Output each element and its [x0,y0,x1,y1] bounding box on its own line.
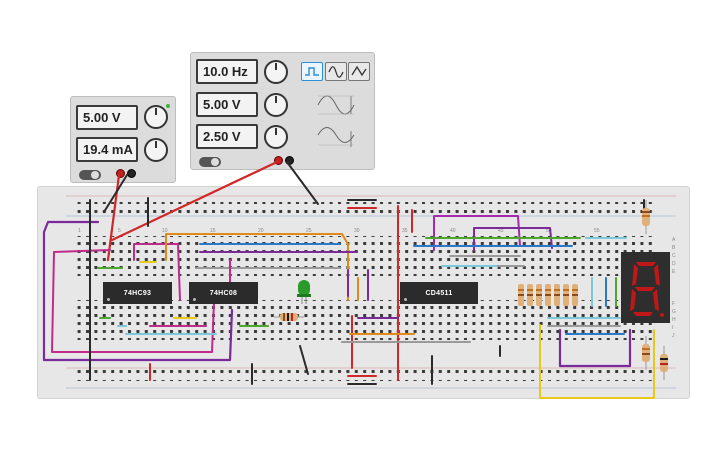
row-letter: D [672,261,676,267]
square-wave-icon[interactable] [301,62,323,81]
wire-orange-top [165,233,349,301]
wire-purple-left-loop [42,220,234,362]
voltage-knob[interactable] [144,105,168,129]
wire-black-4 [299,345,309,375]
supply-negative-terminal[interactable] [127,169,136,178]
resistor-bottom-right-2[interactable] [658,346,670,380]
generator-positive-terminal[interactable] [274,156,283,165]
wire-generator-negative [286,161,319,205]
resistor-top-right[interactable] [640,200,652,234]
amplitude-diagram-icon [317,95,355,115]
voltage-indicator-led [166,104,170,108]
col-num: 1 [78,228,81,234]
row-letter: C [672,253,676,259]
wire-supply-positive [106,173,121,262]
offset-knob[interactable] [264,125,288,149]
frequency-display: 10.0 Hz [196,59,258,84]
row-letter: F [672,301,676,307]
row-letter: E [672,269,676,275]
chip-74hc08[interactable]: 74HC08 [189,282,258,304]
col-num: 10 [162,228,168,234]
row-letter: A [672,237,676,243]
row-letter: H [672,317,676,323]
chip-74hc93[interactable]: 74HC93 [103,282,172,304]
voltage-display: 5.00 V [76,105,138,130]
col-num: 20 [258,228,264,234]
offset-display: 2.50 V [196,124,258,149]
function-generator: 10.0 Hz 5.00 V 2.50 V [190,52,375,170]
sine-wave-icon[interactable] [325,62,347,81]
offset-diagram-icon [317,127,355,147]
power-toggle-icon[interactable] [79,170,101,180]
row-letter: B [672,245,676,251]
wire-purple-right-top [433,215,521,251]
green-led[interactable] [296,278,312,304]
current-display: 19.4 mA [76,137,138,162]
col-num: 30 [354,228,360,234]
row-letter: G [672,309,676,315]
col-num: 45 [498,228,504,234]
chip-cd4511[interactable]: CD4511 [400,282,478,304]
generator-power-toggle[interactable] [199,157,221,167]
seven-segment-display[interactable] [621,252,670,323]
wire-yellow-bottom [539,324,655,399]
dc-power-supply: 5.00 V 19.4 mA [70,96,176,183]
col-num: 25 [306,228,312,234]
triangle-wave-icon[interactable] [348,62,370,81]
row-letter: J [672,333,675,339]
supply-positive-terminal[interactable] [116,169,125,178]
wire-supply-negative [103,174,128,213]
col-num: 5 [118,228,121,234]
resistor-horizontal[interactable] [274,311,304,323]
amplitude-display: 5.00 V [196,92,258,117]
current-knob[interactable] [144,138,168,162]
col-num: 55 [594,228,600,234]
amplitude-knob[interactable] [264,93,288,117]
resistor-bottom-right-1[interactable] [640,336,652,370]
col-num: 35 [402,228,408,234]
wire-magenta-left [51,249,215,353]
digit-8-segments [630,262,664,317]
col-num: 40 [450,228,456,234]
col-num: 15 [210,228,216,234]
wire-generator-positive [110,160,279,242]
row-letter: I [672,325,674,331]
resistor-array[interactable] [516,280,584,312]
col-num: 50 [546,228,552,234]
wire-magenta-top [133,243,181,301]
wire-purple-bottom-right [558,328,632,368]
frequency-knob[interactable] [264,60,288,84]
